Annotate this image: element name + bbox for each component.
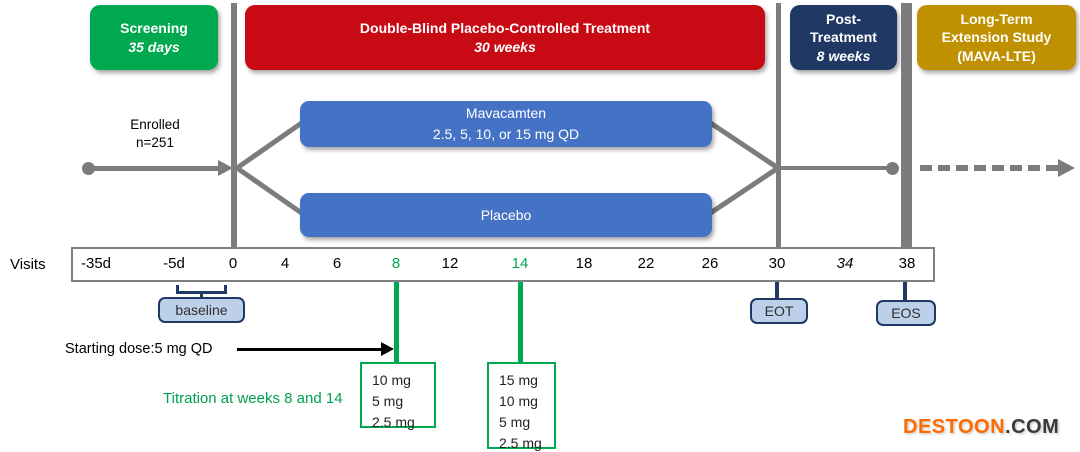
dose-option: 10 mg [372, 372, 411, 388]
week0-divider-bar [231, 3, 237, 248]
timeline-tick: -35d [80, 255, 112, 272]
phase-extension-line3: (MAVA-LTE) [957, 47, 1036, 64]
timeline-tick: 14 [511, 255, 529, 272]
timeline-tick: 26 [701, 255, 719, 272]
timeline-tick: 8 [391, 255, 401, 272]
timeline-tick: 12 [441, 255, 459, 272]
enrolled-label: Enrolled n=251 [103, 116, 207, 152]
starting-dose-label: Starting dose:5 mg QD [65, 341, 213, 357]
phase-extension-line2: Extension Study [941, 29, 1052, 46]
dose-option: 2.5 mg [372, 414, 415, 430]
timeline-tick: 4 [280, 255, 290, 272]
watermark-suffix: .COM [1005, 416, 1060, 438]
arm-placebo-name: Placebo [480, 206, 532, 223]
timeline-tick: 6 [332, 255, 342, 272]
phase-screening: Screening 35 days [90, 5, 218, 70]
dose-option: 10 mg [499, 393, 538, 409]
timeline-tick: 18 [575, 255, 593, 272]
watermark-link[interactable]: DESTOON.COM [903, 416, 1059, 439]
week30-divider-bar [776, 3, 781, 247]
phase-post-line2: Treatment [810, 29, 877, 46]
baseline-pill: baseline [158, 297, 245, 323]
phase-extension-line1: Long-Term [960, 10, 1033, 27]
timeline-tick: 0 [228, 255, 238, 272]
dose-option: 2.5 mg [499, 435, 542, 451]
phase-post-duration: 8 weeks [816, 47, 871, 64]
phase-screening-title: Screening [120, 20, 188, 37]
timeline-tick: 38 [898, 255, 916, 272]
titration-label: Titration at weeks 8 and 14 [163, 390, 343, 407]
timeline-tick: 34 [836, 255, 854, 272]
eos-pill: EOS [876, 300, 936, 326]
enrolled-line1: Enrolled [130, 117, 180, 132]
phase-post-treatment: Post- Treatment 8 weeks [790, 5, 897, 70]
extension-dashed-line [920, 165, 1058, 171]
arrow-right-icon [218, 160, 233, 176]
watermark-brand: DESTOON [903, 416, 1006, 438]
arm-mavacamten: Mavacamten 2.5, 5, 10, or 15 mg QD [300, 101, 712, 147]
dose-option: 5 mg [372, 393, 404, 409]
eot-stem [775, 282, 779, 298]
week14-titration-line [518, 282, 523, 362]
visits-label: Visits [10, 256, 46, 273]
end-dot [886, 162, 899, 175]
week38-divider-bar [901, 3, 912, 250]
starting-dose-arrow-line [237, 348, 383, 351]
eos-stem [903, 282, 907, 300]
dose-option: 5 mg [499, 414, 531, 430]
timeline-tick: -5d [163, 255, 185, 272]
baseline-bracket [176, 285, 227, 294]
timeline-axis [71, 247, 935, 282]
timeline-tick: 22 [637, 255, 655, 272]
timeline-tick: 30 [768, 255, 786, 272]
dose-option: 15 mg [499, 372, 538, 388]
enrollment-line [88, 166, 218, 171]
phase-post-line1: Post- [826, 10, 861, 27]
post-treatment-line [781, 166, 889, 170]
week8-titration-line [394, 282, 399, 362]
dashed-arrow-right-icon [1058, 159, 1075, 177]
week8-dose-box: 10 mg 5 mg 2.5 mg [360, 362, 436, 430]
phase-treatment-title: Double-Blind Placebo-Controlled Treatmen… [359, 20, 651, 37]
starting-dose-arrow-icon [381, 342, 394, 356]
phase-treatment-duration: 30 weeks [474, 38, 536, 55]
phase-extension: Long-Term Extension Study (MAVA-LTE) [917, 5, 1076, 70]
week14-dose-box: 15 mg 10 mg 5 mg 2.5 mg [487, 362, 556, 451]
phase-treatment: Double-Blind Placebo-Controlled Treatmen… [245, 5, 765, 70]
arm-mavacamten-name: Mavacamten [465, 105, 547, 121]
phase-screening-duration: 35 days [128, 38, 180, 55]
arm-mavacamten-dose: 2.5, 5, 10, or 15 mg QD [432, 126, 580, 142]
enrolled-line2: n=251 [136, 135, 174, 151]
eot-pill: EOT [750, 298, 808, 324]
arm-placebo: Placebo [300, 193, 712, 237]
baseline-bracket-stem [200, 293, 203, 299]
